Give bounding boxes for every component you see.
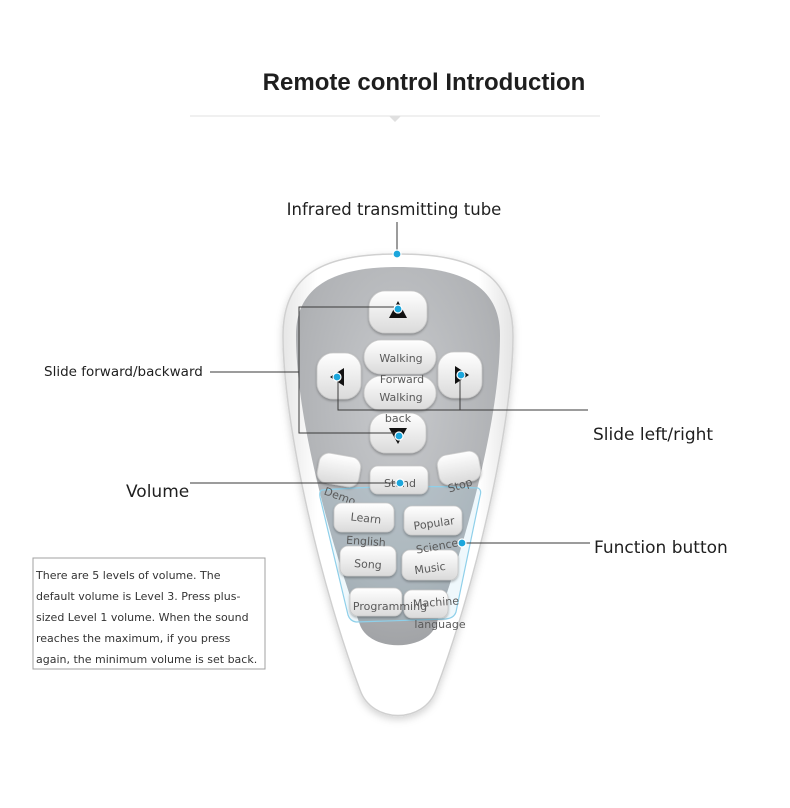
- bracket-slide-left-right: [337, 376, 461, 411]
- music-label: Music: [414, 560, 447, 577]
- indicator-dot-volume: [395, 478, 405, 488]
- walking-back-label-line2: back: [385, 412, 412, 425]
- machine-language-button: [403, 589, 449, 619]
- label-slide-forward-backward: Slide forward/backward: [44, 364, 203, 380]
- music-button: [401, 549, 459, 581]
- demo-button: [316, 452, 362, 488]
- volume-note-line: reaches the maximum, if you press: [36, 632, 231, 645]
- indicator-dot-right: [456, 370, 466, 380]
- walking-forward-button: [363, 339, 437, 375]
- label-volume: Volume: [126, 482, 189, 502]
- label-function-button: Function button: [594, 538, 728, 558]
- volume-note-box: [32, 557, 266, 670]
- volume-note-line: sized Level 1 volume. When the sound: [36, 611, 249, 624]
- walking-back-label-line1: Walking: [379, 391, 422, 404]
- walking-forward-label-line2: Forward: [380, 373, 424, 386]
- language-label: language: [414, 618, 465, 631]
- learn-english-button: [333, 502, 395, 533]
- song-button: [339, 545, 397, 577]
- bracket-slide-forward-backward: [298, 306, 397, 434]
- chevron-down-icon: [389, 116, 401, 122]
- volume-note-line: again, the minimum volume is set back.: [36, 653, 257, 666]
- programming-label: Programming: [353, 600, 427, 613]
- indicator-dot-function: [457, 538, 467, 548]
- programming-button: [349, 587, 403, 617]
- stop-button: [436, 450, 482, 486]
- indicator-dot-up: [393, 304, 403, 314]
- walking-forward-label-line1: Walking: [379, 352, 422, 365]
- label-slide-left-right: Slide left/right: [593, 425, 713, 445]
- indicator-dot-infrared: [392, 249, 402, 259]
- english-label: English: [346, 534, 387, 550]
- page-title: Remote control Introduction: [263, 69, 586, 96]
- indicator-dot-left: [332, 372, 342, 382]
- volume-note-line: There are 5 levels of volume. The: [35, 569, 221, 582]
- volume-note-line: default volume is Level 3. Press plus-: [36, 590, 240, 603]
- song-label: Song: [354, 557, 383, 572]
- label-infrared-tube: Infrared transmitting tube: [287, 200, 502, 219]
- popular-science-button: [403, 505, 463, 536]
- indicator-dot-down: [394, 431, 404, 441]
- learn-label: Learn: [350, 510, 382, 526]
- popular-label: Popular: [413, 514, 456, 533]
- machine-label: Machine: [413, 594, 460, 610]
